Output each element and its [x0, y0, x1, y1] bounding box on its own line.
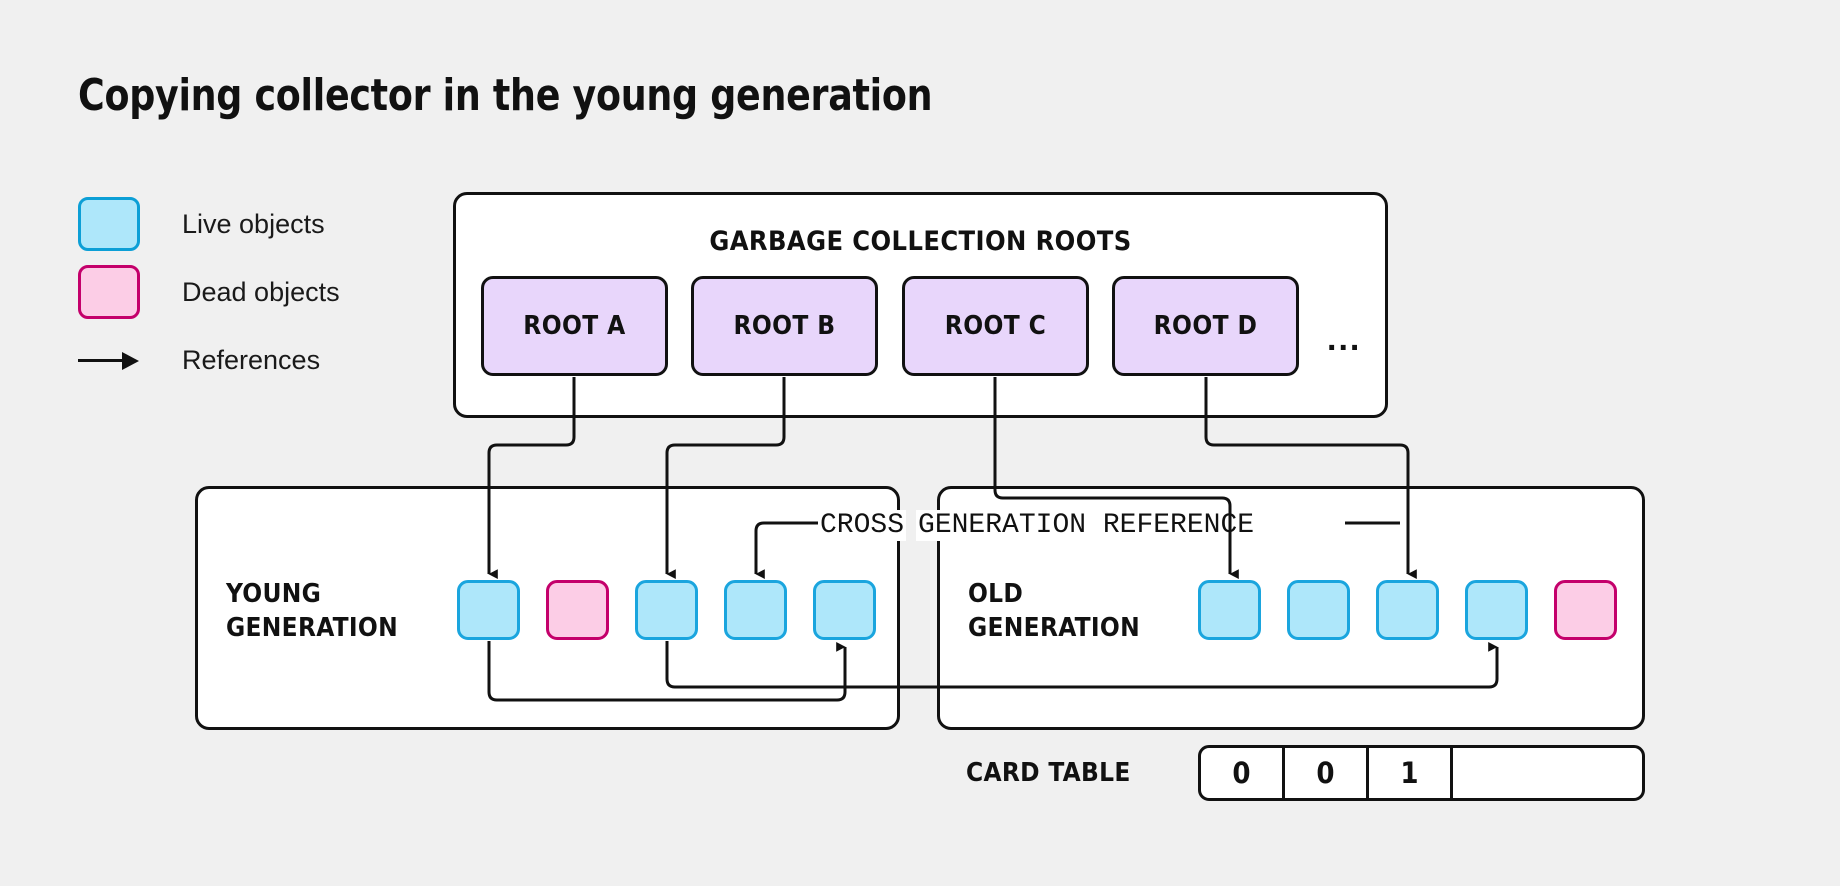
- legend: Live objects Dead objects References: [78, 190, 340, 394]
- card-table-label: CARD TABLE: [966, 758, 1131, 788]
- root-box-c[interactable]: ROOT C: [902, 276, 1089, 376]
- arrow-shaft: [78, 359, 126, 362]
- cross-generation-reference-part1: CROSS: [818, 510, 907, 541]
- old-object-2[interactable]: [1287, 580, 1350, 640]
- root-box-a[interactable]: ROOT A: [481, 276, 668, 376]
- young-generation-label: YOUNG GENERATION: [226, 578, 398, 646]
- young-generation-label-line2: GENERATION: [226, 612, 398, 643]
- young-object-4[interactable]: [724, 580, 787, 640]
- young-object-5[interactable]: [813, 580, 876, 640]
- young-object-2[interactable]: [546, 580, 609, 640]
- old-object-4[interactable]: [1465, 580, 1528, 640]
- card-table-cell-0[interactable]: 0: [1201, 748, 1285, 798]
- legend-label-dead: Dead objects: [182, 276, 340, 307]
- root-box-b[interactable]: ROOT B: [691, 276, 878, 376]
- card-table: 0 0 1: [1198, 745, 1645, 801]
- old-generation-label-line1: OLD: [968, 579, 1024, 609]
- root-label-c: ROOT C: [944, 311, 1047, 341]
- live-objects-swatch-icon: [78, 197, 140, 251]
- root-label-d: ROOT D: [1153, 311, 1258, 341]
- cross-generation-reference-part2: GENERATION REFERENCE: [916, 510, 1257, 541]
- young-object-1[interactable]: [457, 580, 520, 640]
- page-title: Copying collector in the young generatio…: [78, 70, 933, 121]
- legend-label-live: Live objects: [182, 208, 325, 239]
- gc-roots-title: GARBAGE COLLECTION ROOTS: [709, 226, 1132, 257]
- arrow-head: [122, 352, 139, 370]
- legend-item-references: References: [78, 326, 340, 394]
- old-generation-label-line2: GENERATION: [968, 612, 1140, 643]
- card-table-cell-3[interactable]: [1453, 748, 1642, 798]
- young-object-3[interactable]: [635, 580, 698, 640]
- legend-label-references: References: [182, 344, 321, 375]
- roots-overflow-ellipsis: ...: [1327, 320, 1362, 358]
- young-generation-label-line1: YOUNG: [226, 579, 322, 609]
- root-box-d[interactable]: ROOT D: [1112, 276, 1299, 376]
- card-table-cell-2[interactable]: 1: [1369, 748, 1453, 798]
- root-label-b: ROOT B: [733, 311, 836, 341]
- dead-objects-swatch-icon: [78, 265, 140, 319]
- card-table-cell-1[interactable]: 0: [1285, 748, 1369, 798]
- old-object-3[interactable]: [1376, 580, 1439, 640]
- legend-item-dead: Dead objects: [78, 258, 340, 326]
- legend-item-live: Live objects: [78, 190, 340, 258]
- arrow-icon: [78, 333, 140, 387]
- old-object-1[interactable]: [1198, 580, 1261, 640]
- old-generation-label: OLD GENERATION: [968, 578, 1140, 646]
- cross-generation-reference-label: CROSS GENERATION REFERENCE: [818, 510, 1257, 541]
- root-label-a: ROOT A: [523, 311, 626, 341]
- old-object-5[interactable]: [1554, 580, 1617, 640]
